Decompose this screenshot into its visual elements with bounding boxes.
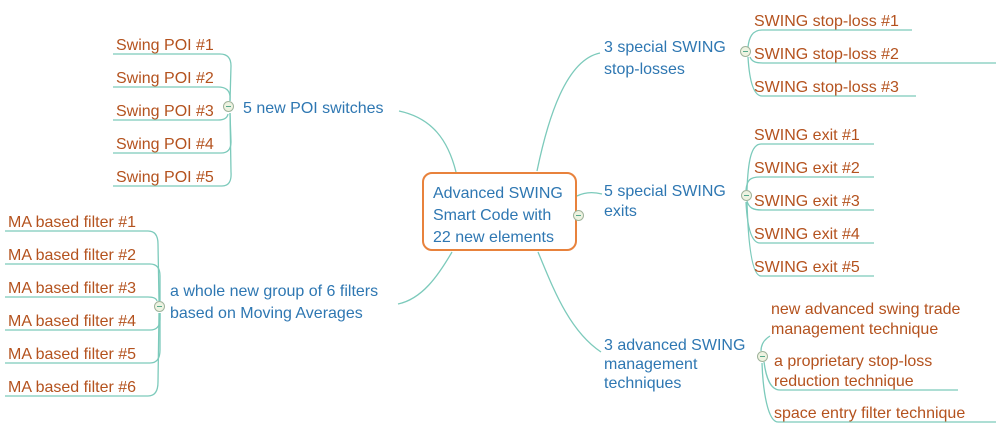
connector-line bbox=[576, 192, 603, 197]
connector-line bbox=[746, 201, 874, 277]
connector-line bbox=[113, 113, 229, 121]
subtopic-stop-loss-1[interactable]: SWING stop-loss #1 bbox=[754, 13, 899, 30]
connector-line bbox=[5, 296, 158, 302]
subtopic-poi-1[interactable]: Swing POI #1 bbox=[116, 37, 214, 54]
subtopic-ma-filter-1[interactable]: MA based filter #1 bbox=[8, 214, 137, 231]
subtopic-exit-5[interactable]: SWING exit #5 bbox=[754, 259, 860, 276]
subtopic-technique-2[interactable]: a proprietary stop-loss reduction techni… bbox=[774, 353, 933, 390]
subtopic-stop-loss-2[interactable]: SWING stop-loss #2 bbox=[754, 46, 899, 63]
connector-line bbox=[5, 263, 161, 301]
subtopic-ma-filter-3[interactable]: MA based filter #3 bbox=[8, 280, 137, 297]
subtopic-technique-3[interactable]: space entry filter technique bbox=[774, 405, 966, 422]
branch-exits[interactable]: 5 special SWING exits bbox=[604, 183, 726, 220]
connector-line bbox=[537, 251, 602, 353]
subtopic-poi-4[interactable]: Swing POI #4 bbox=[116, 136, 214, 153]
connector-line bbox=[5, 312, 160, 397]
connector-line bbox=[397, 251, 453, 305]
connector-line bbox=[746, 200, 874, 211]
connector-line bbox=[398, 110, 457, 173]
connector-line bbox=[113, 53, 232, 102]
branch-ma-filters[interactable]: a whole new group of 6 filters based on … bbox=[170, 283, 379, 322]
subtopic-stop-loss-3[interactable]: SWING stop-loss #3 bbox=[754, 79, 899, 96]
connector-line bbox=[745, 176, 874, 191]
collapse-icon-filters[interactable] bbox=[154, 301, 165, 312]
collapse-icon-stoplosses[interactable] bbox=[740, 46, 751, 57]
collapse-icon-techniques[interactable] bbox=[757, 351, 768, 362]
subtopic-poi-3[interactable]: Swing POI #3 bbox=[116, 103, 214, 120]
subtopic-technique-1[interactable]: new advanced swing trade management tech… bbox=[771, 301, 961, 338]
connector-line bbox=[113, 86, 231, 101]
collapse-icon-center[interactable] bbox=[573, 210, 584, 221]
subtopic-ma-filter-2[interactable]: MA based filter #2 bbox=[8, 247, 137, 264]
connector-line bbox=[747, 29, 912, 48]
subtopic-poi-2[interactable]: Swing POI #2 bbox=[116, 70, 214, 87]
subtopic-ma-filter-5[interactable]: MA based filter #5 bbox=[8, 346, 137, 363]
subtopic-ma-filter-4[interactable]: MA based filter #4 bbox=[8, 313, 137, 330]
connector-line bbox=[747, 56, 916, 97]
subtopic-ma-filter-6[interactable]: MA based filter #6 bbox=[8, 379, 137, 396]
subtopic-poi-5[interactable]: Swing POI #5 bbox=[116, 169, 214, 186]
connector-line bbox=[749, 56, 996, 64]
center-topic[interactable]: Advanced SWING Smart Code with 22 new el… bbox=[422, 172, 577, 251]
subtopic-exit-2[interactable]: SWING exit #2 bbox=[754, 160, 860, 177]
collapse-icon-exits[interactable] bbox=[741, 190, 752, 201]
branch-poi-switches[interactable]: 5 new POI switches bbox=[243, 100, 384, 117]
connector-line bbox=[113, 112, 232, 187]
branch-management-techniques[interactable]: 3 advanced SWING management techniques bbox=[604, 337, 746, 392]
connector-line bbox=[536, 52, 601, 172]
connector-line bbox=[5, 313, 161, 364]
connector-line bbox=[5, 230, 160, 302]
connector-line bbox=[746, 143, 874, 191]
subtopic-exit-4[interactable]: SWING exit #4 bbox=[754, 226, 860, 243]
connector-line bbox=[745, 201, 874, 244]
connector-line bbox=[761, 362, 996, 423]
subtopic-exit-3[interactable]: SWING exit #3 bbox=[754, 193, 860, 210]
connector-line bbox=[763, 361, 958, 391]
collapse-icon-poi[interactable] bbox=[223, 101, 234, 112]
branch-stop-losses[interactable]: 3 special SWING stop-losses bbox=[604, 39, 726, 78]
connector-line bbox=[760, 335, 771, 352]
subtopic-exit-1[interactable]: SWING exit #1 bbox=[754, 127, 860, 144]
